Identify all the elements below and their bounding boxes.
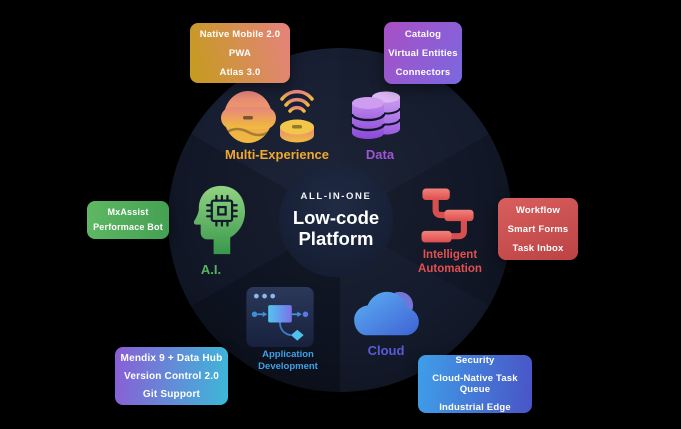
callout-line: Native Mobile 2.0 [199,28,281,40]
segment-label-multi-experience: Multi-Experience [224,147,330,162]
segment-label-application-development-line1: Application [262,349,314,360]
callout-line: Cloud-Native Task Queue [432,373,518,395]
segment-label-intelligent-automation-line2: Automation [418,263,482,275]
callout-application-development: Mendix 9 + Data Hub Version Control 2.0 … [115,347,228,405]
callout-line: Industrial Edge [439,402,511,413]
callout-line: Version Control 2.0 [124,370,219,382]
center-title-line2: Platform [298,228,374,249]
callout-data: Catalog Virtual Entities Connectors [384,22,462,84]
center-title-line1: Low-code [292,207,380,228]
center-kicker: ALL-IN-ONE [300,191,372,202]
callout-line: Smart Forms [507,223,569,235]
data-database-icon [350,91,401,139]
segment-label-application-development-line2: Development [258,361,318,372]
callout-line: Task Inbox [512,242,564,254]
callout-line: Virtual Entities [388,47,458,59]
callout-line: Atlas 3.0 [219,66,261,78]
center-circle: ALL-IN-ONE Low-code Platform [279,163,393,277]
callout-line: PWA [228,47,252,59]
callout-intelligent-automation: Workflow Smart Forms Task Inbox [498,198,578,260]
callout-line: Git Support [142,388,201,400]
segment-label-ai: A.I. [200,262,222,277]
callout-line: Catalog [404,28,442,40]
callout-line: Mendix 9 + Data Hub [120,352,223,364]
callout-multi-experience: Native Mobile 2.0 PWA Atlas 3.0 [190,23,290,83]
callout-line: MxAssist [107,207,149,217]
segment-label-intelligent-automation-line1: Intelligent [422,249,478,261]
segment-label-cloud: Cloud [367,343,405,358]
callout-line: Workflow [515,204,561,216]
segment-label-application-development: Application Development [247,349,329,373]
cloud-icon [354,291,419,336]
callout-line: Performace Bot [93,222,163,232]
segment-label-intelligent-automation: Intelligent Automation [409,248,491,276]
application-development-window-icon [246,287,314,347]
multi-experience-vr-speaker-icon [221,89,314,143]
callout-cloud: Security Cloud-Native Task Queue Industr… [418,355,532,413]
callout-ai: MxAssist Performace Bot [87,201,169,239]
segment-label-data: Data [365,147,395,162]
intelligent-automation-flowchart-icon [421,188,474,243]
ai-head-chip-icon [193,185,245,255]
callout-line: Connectors [395,66,451,78]
callout-line: Security [455,355,495,366]
